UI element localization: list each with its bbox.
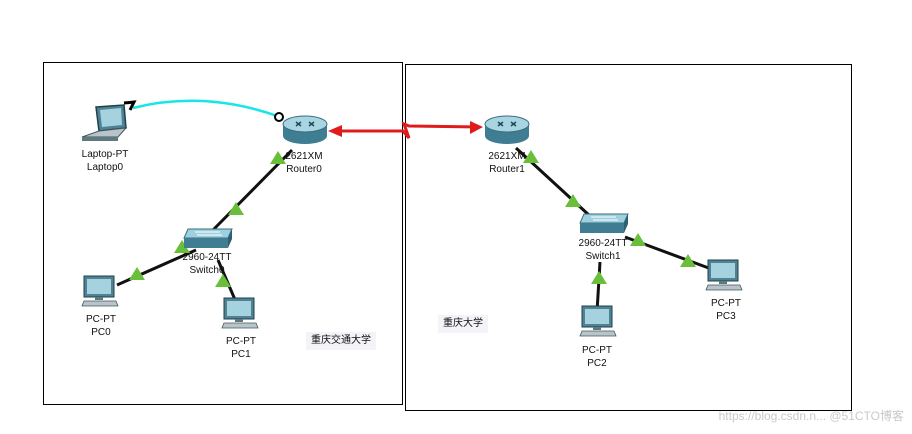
link-status-up-icon	[523, 150, 539, 163]
device-name: PC2	[587, 358, 607, 369]
device-name: Switch0	[189, 265, 225, 276]
router-icon[interactable]	[484, 115, 530, 144]
link-status-up-icon	[270, 151, 286, 164]
device-model: PC-PT	[711, 298, 741, 309]
link-status-down-icon	[328, 125, 342, 137]
link-status-up-icon	[565, 194, 581, 207]
device-label-router0: 2621XM Router0	[285, 150, 322, 176]
device-name: Switch1	[585, 251, 621, 262]
area-box-left	[43, 62, 403, 405]
switch-icon[interactable]	[579, 213, 629, 233]
switch-icon[interactable]	[183, 228, 233, 248]
device-label-pc1: PC-PT PC1	[226, 335, 256, 361]
link-status-up-icon	[680, 254, 696, 267]
device-name: Router0	[286, 164, 322, 175]
pc-icon[interactable]	[81, 275, 119, 307]
device-model: Laptop-PT	[81, 149, 129, 160]
console-port-dot	[274, 112, 284, 122]
area-note-left[interactable]: 重庆交通大学	[306, 332, 376, 350]
watermark: https://blog.csdn.n... @51CTO博客	[718, 409, 904, 423]
router-icon[interactable]	[282, 115, 328, 144]
pc-icon[interactable]	[221, 297, 259, 329]
pc-icon[interactable]	[705, 259, 743, 291]
pc-icon[interactable]	[579, 305, 617, 337]
device-name: PC1	[231, 349, 251, 360]
device-name: Router1	[489, 164, 525, 175]
device-label-switch0: 2960-24TT Switch0	[183, 251, 232, 277]
device-name: PC3	[716, 311, 736, 322]
device-label-pc0: PC-PT PC0	[86, 313, 116, 339]
device-model: 2960-24TT	[578, 238, 628, 249]
link-laptop0-router0[interactable]	[132, 99, 281, 119]
link-status-up-icon	[215, 274, 231, 287]
device-label-router1: 2621XM Router1	[488, 150, 525, 176]
console-plug-icon	[123, 100, 137, 111]
area-box-right	[405, 64, 852, 411]
device-label-laptop0: Laptop-PT Laptop0	[82, 148, 129, 174]
device-model: 2960-24TT	[182, 252, 232, 263]
link-status-up-icon	[630, 233, 646, 246]
device-model: PC-PT	[582, 345, 612, 356]
device-label-pc3: PC-PT PC3	[711, 297, 741, 323]
device-label-pc2: PC-PT PC2	[582, 344, 612, 370]
device-name: Laptop0	[86, 162, 124, 173]
device-model: 2621XM	[285, 151, 323, 162]
link-status-up-icon	[174, 240, 190, 253]
device-name: PC0	[91, 327, 111, 338]
laptop-icon[interactable]	[81, 104, 128, 141]
device-model: 2621XM	[488, 151, 526, 162]
device-label-switch1: 2960-24TT Switch1	[579, 237, 628, 263]
link-switch1-pc2[interactable]	[595, 261, 602, 313]
link-status-down-icon	[470, 121, 483, 134]
link-status-up-icon	[129, 267, 145, 280]
area-note-right[interactable]: 重庆大学	[438, 315, 488, 333]
link-router0-router1[interactable]	[335, 121, 481, 139]
link-status-up-icon	[591, 271, 607, 284]
device-model: PC-PT	[226, 336, 256, 347]
link-status-up-icon	[228, 202, 244, 215]
device-model: PC-PT	[86, 314, 116, 325]
